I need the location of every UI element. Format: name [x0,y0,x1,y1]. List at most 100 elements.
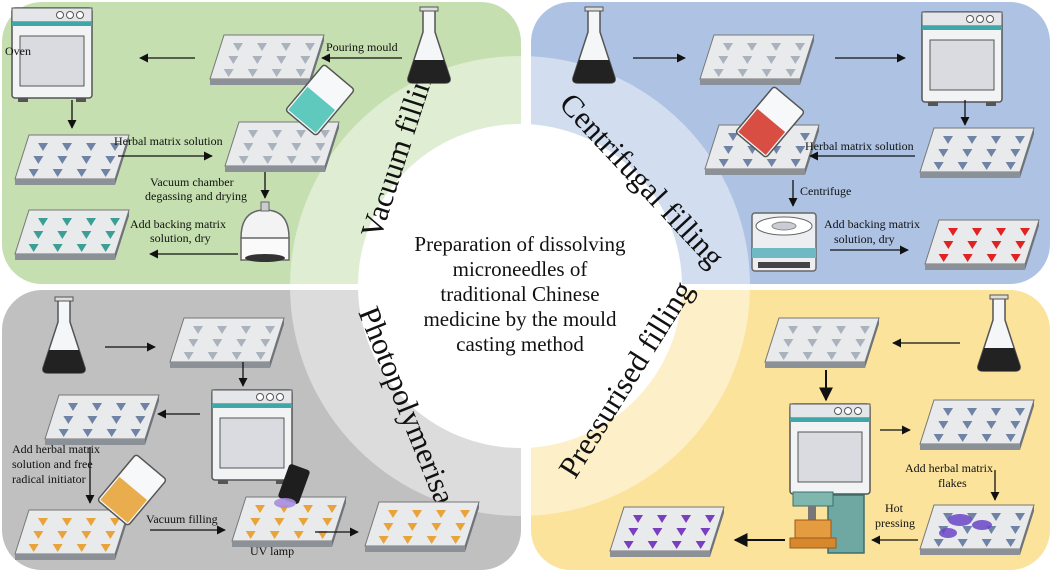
mould-plate-blue [919,399,1035,450]
centrifuge-label: Centrifuge [800,184,851,198]
needle [111,416,122,424]
hot-label: Hot [885,501,904,515]
mould-plate-green-needles [14,209,130,260]
needle [790,56,801,64]
needle [255,505,265,513]
oven-icon [789,403,871,498]
needle [82,429,93,437]
needle [87,416,98,424]
needle [962,526,973,534]
needle [233,43,243,51]
mould-plate-empty [764,317,880,368]
needle [100,544,111,552]
mould-plate-orange-needles [364,501,480,552]
herbal-label: Herbal matrix solution [805,139,914,153]
needle [431,523,442,531]
needle [274,518,285,526]
needle [378,536,389,544]
needle [63,416,74,424]
herbal-label: Herbal matrix solution [114,134,223,148]
needle [812,326,822,334]
mould-plate-empty [699,34,815,85]
mould-plate-uv [231,496,347,547]
needle [245,531,256,539]
needle [295,69,306,77]
needle [317,531,328,539]
needle [135,416,146,424]
needle [938,149,949,157]
degassing-label: degassing and drying [145,189,247,203]
needle [967,513,977,521]
needle [58,429,69,437]
center-title-line-5: casting method [456,332,584,356]
mould-plate-filling [14,509,130,560]
add-herbal-label-2: solution and free [12,457,93,471]
center-circle [358,124,682,448]
center-title-line-4: medicine by the mould [423,307,617,331]
oven-label: Oven [5,44,31,58]
needle [1005,162,1016,170]
needle [657,515,667,523]
needle [860,326,870,334]
needle [800,133,810,141]
uv-lamp-label: UV lamp [250,544,294,558]
needle [293,531,304,539]
needle [986,254,997,262]
needle [105,231,116,239]
center-title-line-3: traditional Chinese [440,282,599,306]
needle [981,539,992,547]
needle [790,159,801,167]
beaker-icon [735,86,805,158]
needle [57,531,68,539]
needle [728,133,738,141]
needle [217,326,227,334]
needle [1015,136,1025,144]
needle [737,69,748,77]
needle [628,528,639,536]
needle [271,69,282,77]
backing-label-2: solution, dry [834,232,895,246]
needle [327,505,337,513]
needle [300,56,311,64]
needle [241,326,251,334]
needle [850,352,861,360]
needle [826,352,837,360]
needle [68,403,78,411]
needle [62,218,72,226]
needle [276,56,287,64]
vacuum-filling-label: Vacuum filling [146,512,218,526]
needle [52,244,63,252]
needle [140,403,150,411]
needle [705,515,715,523]
needle [938,254,949,262]
needle [943,136,953,144]
beaker-icon [285,64,355,136]
flask-icon [42,296,86,374]
needle [76,169,87,177]
needle [28,544,39,552]
needle [236,339,247,347]
needle [62,518,72,526]
needle [262,156,273,164]
needle [943,408,953,416]
needle [407,523,418,531]
needle [193,326,203,334]
mould-plate-empty [169,317,285,368]
needle [933,434,944,442]
needle [238,156,249,164]
needle [1010,149,1021,157]
needle [57,156,68,164]
needle [81,156,92,164]
needle [260,339,271,347]
needle [305,43,315,51]
needle [671,541,682,549]
needle [795,43,805,51]
flask-icon [407,6,451,84]
needle [718,159,729,167]
needle [831,339,842,347]
needle [298,518,309,526]
needle [962,149,973,157]
needle [991,241,1002,249]
needle [86,518,96,526]
needle [943,241,954,249]
